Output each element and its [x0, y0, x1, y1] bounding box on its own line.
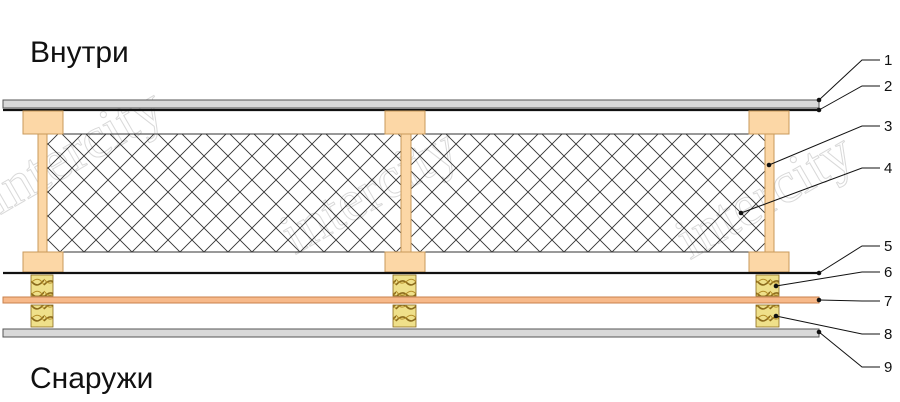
leader-lines [740, 59, 880, 368]
leader-dots [738, 97, 822, 335]
callout-8: 8 [884, 326, 892, 343]
callout-9: 9 [884, 359, 892, 376]
stud-center [384, 110, 426, 273]
interior-panel [2, 99, 820, 109]
callout-1: 1 [884, 52, 892, 69]
callout-3: 3 [884, 118, 892, 135]
callout-6: 6 [884, 264, 892, 281]
callout-5: 5 [884, 238, 892, 255]
callout-7: 7 [884, 293, 892, 310]
callout-2: 2 [884, 78, 892, 95]
insulation-right [410, 133, 766, 253]
insulation-left [46, 133, 402, 253]
callout-4: 4 [884, 160, 892, 177]
battens [30, 274, 780, 328]
facade-board [2, 296, 820, 304]
stud-right [748, 110, 790, 273]
outside-label: Снаружи [30, 362, 153, 395]
inside-label: Внутри [30, 36, 129, 69]
exterior-cladding [2, 328, 820, 338]
